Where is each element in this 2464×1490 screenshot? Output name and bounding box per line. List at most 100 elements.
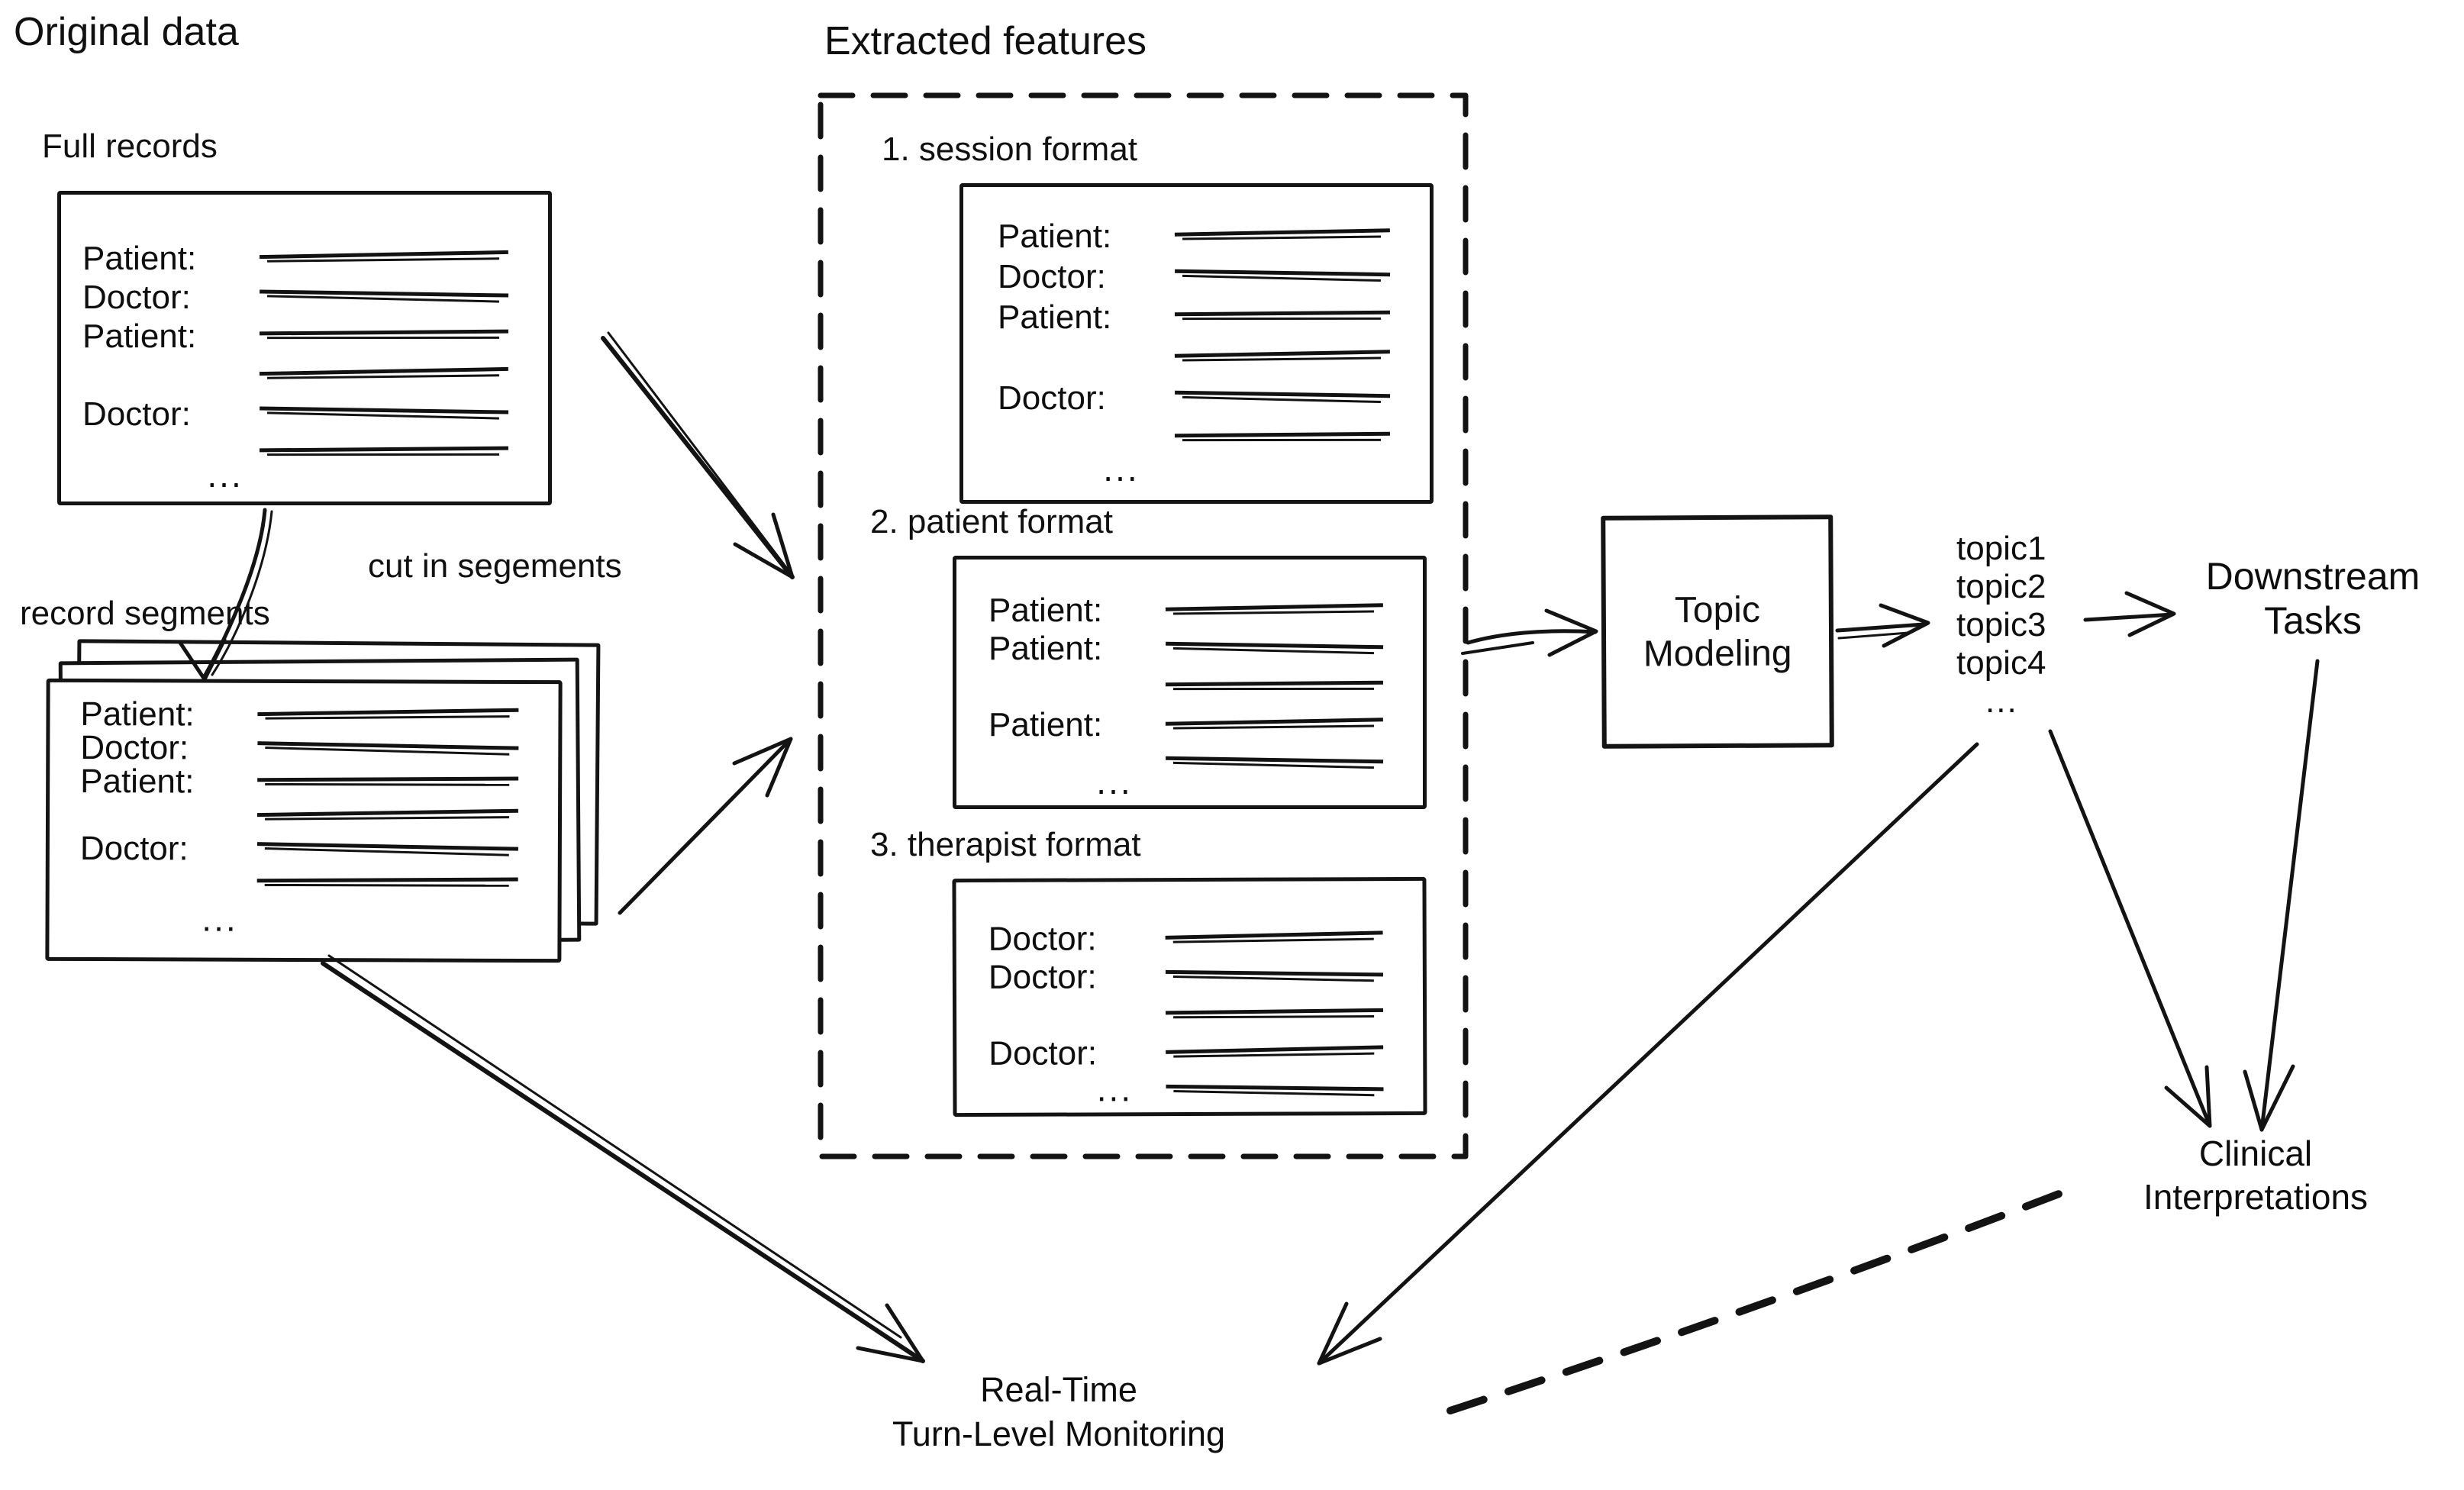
ellipsis: ...: [207, 455, 243, 495]
therapist-format-box: Doctor: Doctor: Doctor: ...: [952, 876, 1427, 1118]
transcript-row: Patient:: [989, 592, 1423, 630]
full-records-box: Patient: Doctor: Patient: Doctor: ...: [57, 191, 552, 505]
speaker-label: Patient:: [80, 762, 195, 801]
transcript-row: [989, 744, 1423, 782]
downstream-tasks-line2: Tasks: [2264, 599, 2362, 642]
redacted-text-line: [1166, 1084, 1384, 1098]
record-segments-label: record segments: [20, 595, 270, 632]
speaker-label: Doctor:: [988, 958, 1097, 996]
transcript-row: [989, 1072, 1423, 1111]
transcript-row: Patient:: [82, 317, 548, 356]
redacted-text-line: [1174, 431, 1391, 446]
speaker-label: [80, 882, 257, 883]
redacted-text-line: [259, 406, 509, 422]
redacted-text-line: [1174, 390, 1391, 406]
realtime-monitoring-line2: Turn-Level Monitoring: [892, 1414, 1226, 1453]
downstream-tasks-node: Downstream Tasks: [2153, 554, 2464, 643]
topic-item: topic4: [1956, 644, 2046, 682]
speaker-label: Patient:: [989, 630, 1103, 667]
speaker-label: Doctor:: [988, 920, 1097, 958]
arrow-downstream-to-clinical: [2243, 659, 2320, 1132]
speaker-label: [80, 815, 257, 816]
extracted-features-title: Extracted features: [824, 19, 1147, 63]
transcript-row: Doctor:: [79, 829, 558, 868]
record-segments-box: Patient: Doctor: Patient: Doctor: ...: [45, 678, 563, 963]
ellipsis: ...: [1096, 1069, 1134, 1109]
redacted-text-line: [259, 329, 509, 343]
redacted-text-line: [1165, 930, 1383, 947]
arrow-features-to-topicmodeling: [1461, 608, 1598, 657]
transcript-row: Doctor:: [989, 919, 1423, 959]
redacted-text-line: [1165, 969, 1383, 984]
speaker-label: Doctor:: [79, 829, 189, 868]
transcript-row: Patient:: [998, 297, 1430, 337]
topic-modeling-label-line1: Topic: [1674, 589, 1761, 631]
redacted-text-line: [1165, 717, 1384, 734]
realtime-monitoring-line1: Real-Time: [980, 1370, 1137, 1409]
redacted-text-line: [259, 250, 509, 267]
transcript-row: Doctor:: [80, 729, 558, 766]
ellipsis: ...: [1985, 682, 2018, 720]
clinical-interpretations-line2: Interpretations: [2143, 1177, 2369, 1217]
transcript-row: Doctor:: [82, 278, 548, 317]
speaker-label: Patient:: [989, 592, 1103, 629]
session-format-box: Patient: Doctor: Patient: Doctor: ...: [959, 183, 1434, 504]
cut-in-segments-label: cut in segements: [368, 547, 622, 585]
realtime-monitoring-node: Real-Time Turn-Level Monitoring: [830, 1368, 1288, 1456]
patient-format-box: Patient: Patient: Patient: ...: [953, 556, 1427, 809]
redacted-text-line: [1165, 602, 1384, 619]
transcript-row: Patient:: [998, 216, 1430, 256]
ellipsis: ...: [1096, 762, 1133, 801]
arrow-fullrecords-to-features: [601, 331, 795, 579]
redacted-text-line: [1165, 680, 1384, 694]
redacted-text-line: [257, 776, 519, 789]
transcript-row: Doctor:: [82, 395, 548, 434]
transcript-row: [989, 668, 1423, 706]
transcript-row: [998, 418, 1430, 459]
redacted-text-line: [1166, 1044, 1384, 1062]
redacted-text-line: [257, 740, 519, 758]
topic-modeling-box: Topic Modeling: [1601, 514, 1834, 749]
therapist-format-title: 3. therapist format: [870, 826, 1141, 863]
session-format-title: 1. session format: [882, 131, 1138, 168]
transcript-row: Doctor:: [989, 957, 1423, 997]
topic-modeling-label-line2: Modeling: [1643, 632, 1792, 675]
ellipsis: ...: [1103, 449, 1140, 489]
redacted-text-line: [1166, 1008, 1384, 1022]
redacted-text-line: [1174, 228, 1391, 244]
transcript-row: Patient:: [82, 239, 548, 278]
transcript-row: [82, 356, 548, 395]
speaker-label: Doctor:: [998, 379, 1106, 417]
dashed-arrow-monitoring-to-clinical: [1446, 1182, 2085, 1414]
redacted-text-line: [1165, 756, 1384, 771]
transcript-row: [82, 434, 548, 472]
speaker-label: Doctor:: [82, 395, 191, 433]
transcript-row: Patient:: [989, 630, 1423, 668]
topics-list: topic1 topic2 topic3 topic4 ...: [1956, 530, 2046, 721]
speaker-label: Patient:: [989, 706, 1103, 743]
topic-item: topic3: [1956, 606, 2046, 643]
topic-item: topic2: [1956, 568, 2046, 605]
transcript-row: Doctor:: [989, 1034, 1423, 1073]
redacted-text-line: [256, 841, 518, 859]
transcript-row: [80, 798, 558, 834]
speaker-label: Patient:: [998, 217, 1112, 255]
patient-format-title: 2. patient format: [870, 503, 1113, 540]
full-records-label: Full records: [42, 127, 218, 165]
arrow-topicmodeling-to-topics: [1835, 603, 1930, 648]
topic-item: topic1: [1956, 530, 2046, 567]
transcript-row: [989, 995, 1423, 1035]
redacted-text-line: [1165, 641, 1384, 656]
transcript-row: [998, 337, 1430, 378]
speaker-label: Doctor:: [998, 257, 1106, 295]
redacted-text-line: [1174, 269, 1391, 285]
transcript-row: Doctor:: [998, 256, 1430, 297]
redacted-text-line: [1174, 350, 1391, 366]
transcript-row: Doctor:: [998, 378, 1430, 418]
transcript-row: Patient:: [989, 706, 1423, 744]
speaker-label: Doctor:: [989, 1034, 1098, 1072]
redacted-text-line: [256, 876, 518, 890]
redacted-text-line: [259, 289, 509, 305]
speaker-label: Patient:: [82, 317, 197, 355]
